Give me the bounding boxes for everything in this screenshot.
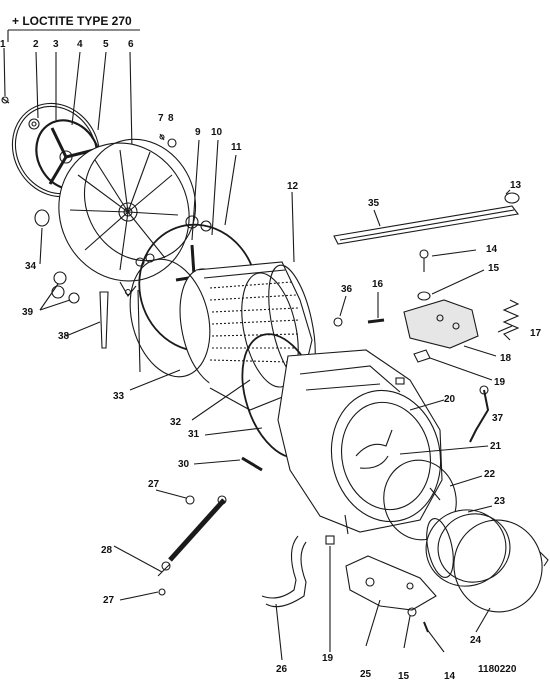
label-10: 10 (211, 127, 223, 138)
spring-17 (502, 299, 520, 341)
bolt-14 (419, 249, 429, 272)
label-39: 39 (22, 307, 34, 318)
screw-7 (159, 133, 165, 141)
label-15b: 15 (398, 671, 410, 682)
washer-15 (417, 291, 431, 301)
screw-36 (333, 317, 343, 327)
label-11: 11 (231, 142, 242, 153)
label-31: 31 (188, 429, 200, 440)
label-25: 25 (360, 669, 372, 680)
label-12: 12 (287, 181, 299, 192)
strip-38 (99, 291, 109, 349)
label-9: 9 (195, 127, 201, 138)
drawing-reference: 1180220 (478, 664, 517, 675)
label-14b: 14 (444, 671, 456, 682)
label-15: 15 (488, 263, 500, 274)
label-5: 5 (103, 39, 109, 50)
front-tub-20 (277, 349, 443, 535)
link-37 (469, 389, 490, 443)
label-33: 33 (113, 391, 125, 402)
label-20: 20 (444, 394, 456, 405)
label-27: 27 (148, 479, 160, 490)
label-37: 37 (492, 413, 504, 424)
label-19b: 19 (322, 653, 334, 664)
label-23: 23 (494, 496, 506, 507)
shock-absorber-28 (157, 495, 227, 577)
drain-hose-26 (261, 535, 307, 608)
pin-30 (241, 456, 263, 472)
label-3: 3 (53, 39, 59, 50)
washer-15b (407, 607, 417, 617)
label-36: 36 (341, 284, 353, 295)
clip-19 (413, 349, 431, 363)
door-boot-23 (425, 509, 511, 587)
label-32: 32 (170, 417, 182, 428)
label-19: 19 (494, 377, 506, 388)
label-34: 34 (25, 261, 37, 272)
loctite-note: + LOCTITE TYPE 270 (12, 14, 132, 28)
label-38: 38 (58, 331, 70, 342)
label-14: 14 (486, 244, 498, 255)
plug-13 (504, 192, 520, 204)
label-7: 7 (158, 113, 164, 124)
label-26: 26 (276, 664, 288, 675)
clamp-ring-24 (453, 519, 543, 613)
label-4: 4 (77, 39, 83, 50)
label-18: 18 (500, 353, 512, 364)
label-24: 24 (470, 635, 482, 646)
label-30: 30 (178, 459, 190, 470)
counterweight-25 (345, 555, 437, 611)
hose-21 (355, 429, 393, 469)
washer-39 (53, 271, 67, 285)
washer-8 (167, 138, 177, 148)
drum-seal-33 (129, 258, 211, 378)
clip-19b (325, 535, 335, 545)
label-17: 17 (530, 328, 542, 339)
label-21: 21 (490, 441, 502, 452)
screw-16 (367, 318, 385, 324)
label-27b: 27 (103, 595, 115, 606)
label-2: 2 (33, 39, 39, 50)
label-28: 28 (101, 545, 113, 556)
rear-tub-6 (58, 138, 197, 297)
screw-1 (1, 96, 10, 104)
washer-3 (28, 118, 40, 130)
label-13: 13 (510, 180, 522, 191)
bracket-18 (403, 299, 479, 349)
label-16: 16 (372, 279, 384, 290)
label-22: 22 (484, 469, 496, 480)
label-35: 35 (368, 198, 380, 209)
label-8: 8 (168, 113, 174, 124)
bush-34 (34, 209, 50, 227)
drum-12 (179, 261, 316, 411)
washer-27 (185, 495, 195, 505)
label-6: 6 (128, 39, 134, 50)
label-1: 1 (0, 39, 6, 50)
